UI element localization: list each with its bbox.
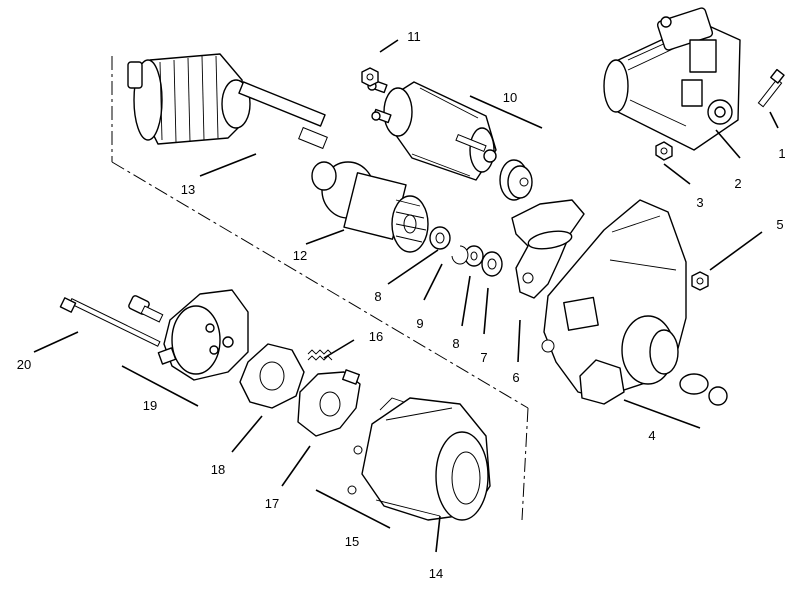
callout-4: 4	[648, 428, 655, 443]
solenoid	[367, 78, 533, 201]
starter-assembly	[603, 7, 741, 151]
nut-11	[361, 67, 379, 87]
callout-6: 6	[512, 370, 519, 385]
callout-2: 2	[734, 176, 741, 191]
drive-pinion	[311, 161, 429, 253]
callout-10: 10	[503, 90, 517, 105]
through-bolts	[59, 295, 164, 347]
armature	[127, 53, 328, 150]
end-frame	[157, 289, 249, 381]
callout-20: 20	[17, 357, 31, 372]
stop-collar-8a	[429, 226, 451, 250]
callout-7: 7	[480, 350, 487, 365]
callout-labels: 1 2 3 4 5 6 7 8 8 9 10 11 12 13 14 15 16…	[17, 29, 786, 581]
brush-holder	[297, 369, 361, 437]
callout-1: 1	[778, 146, 785, 161]
callout-15: 15	[345, 534, 359, 549]
drive-housing	[541, 199, 728, 406]
callout-8a: 8	[374, 289, 381, 304]
snap-ring	[451, 245, 469, 265]
callout-14: 14	[429, 566, 443, 581]
field-frame	[347, 397, 491, 521]
washer-7	[481, 251, 503, 277]
callout-16: 16	[369, 329, 383, 344]
callout-13: 13	[181, 182, 195, 197]
brush-insulator	[239, 343, 305, 409]
callout-11: 11	[407, 29, 421, 44]
shift-lever	[511, 199, 585, 299]
callout-3: 3	[696, 195, 703, 210]
callout-8b: 8	[452, 336, 459, 351]
nut-5	[691, 271, 709, 291]
leader-lines	[33, 39, 779, 553]
assembly-phantom-outline	[111, 56, 529, 521]
callout-5: 5	[776, 217, 783, 232]
callout-19: 19	[143, 398, 157, 413]
callout-17: 17	[265, 496, 279, 511]
callout-18: 18	[211, 462, 225, 477]
nut-3	[655, 141, 673, 161]
bolt-1	[757, 68, 785, 108]
callout-9: 9	[416, 316, 423, 331]
callout-12: 12	[293, 248, 307, 263]
